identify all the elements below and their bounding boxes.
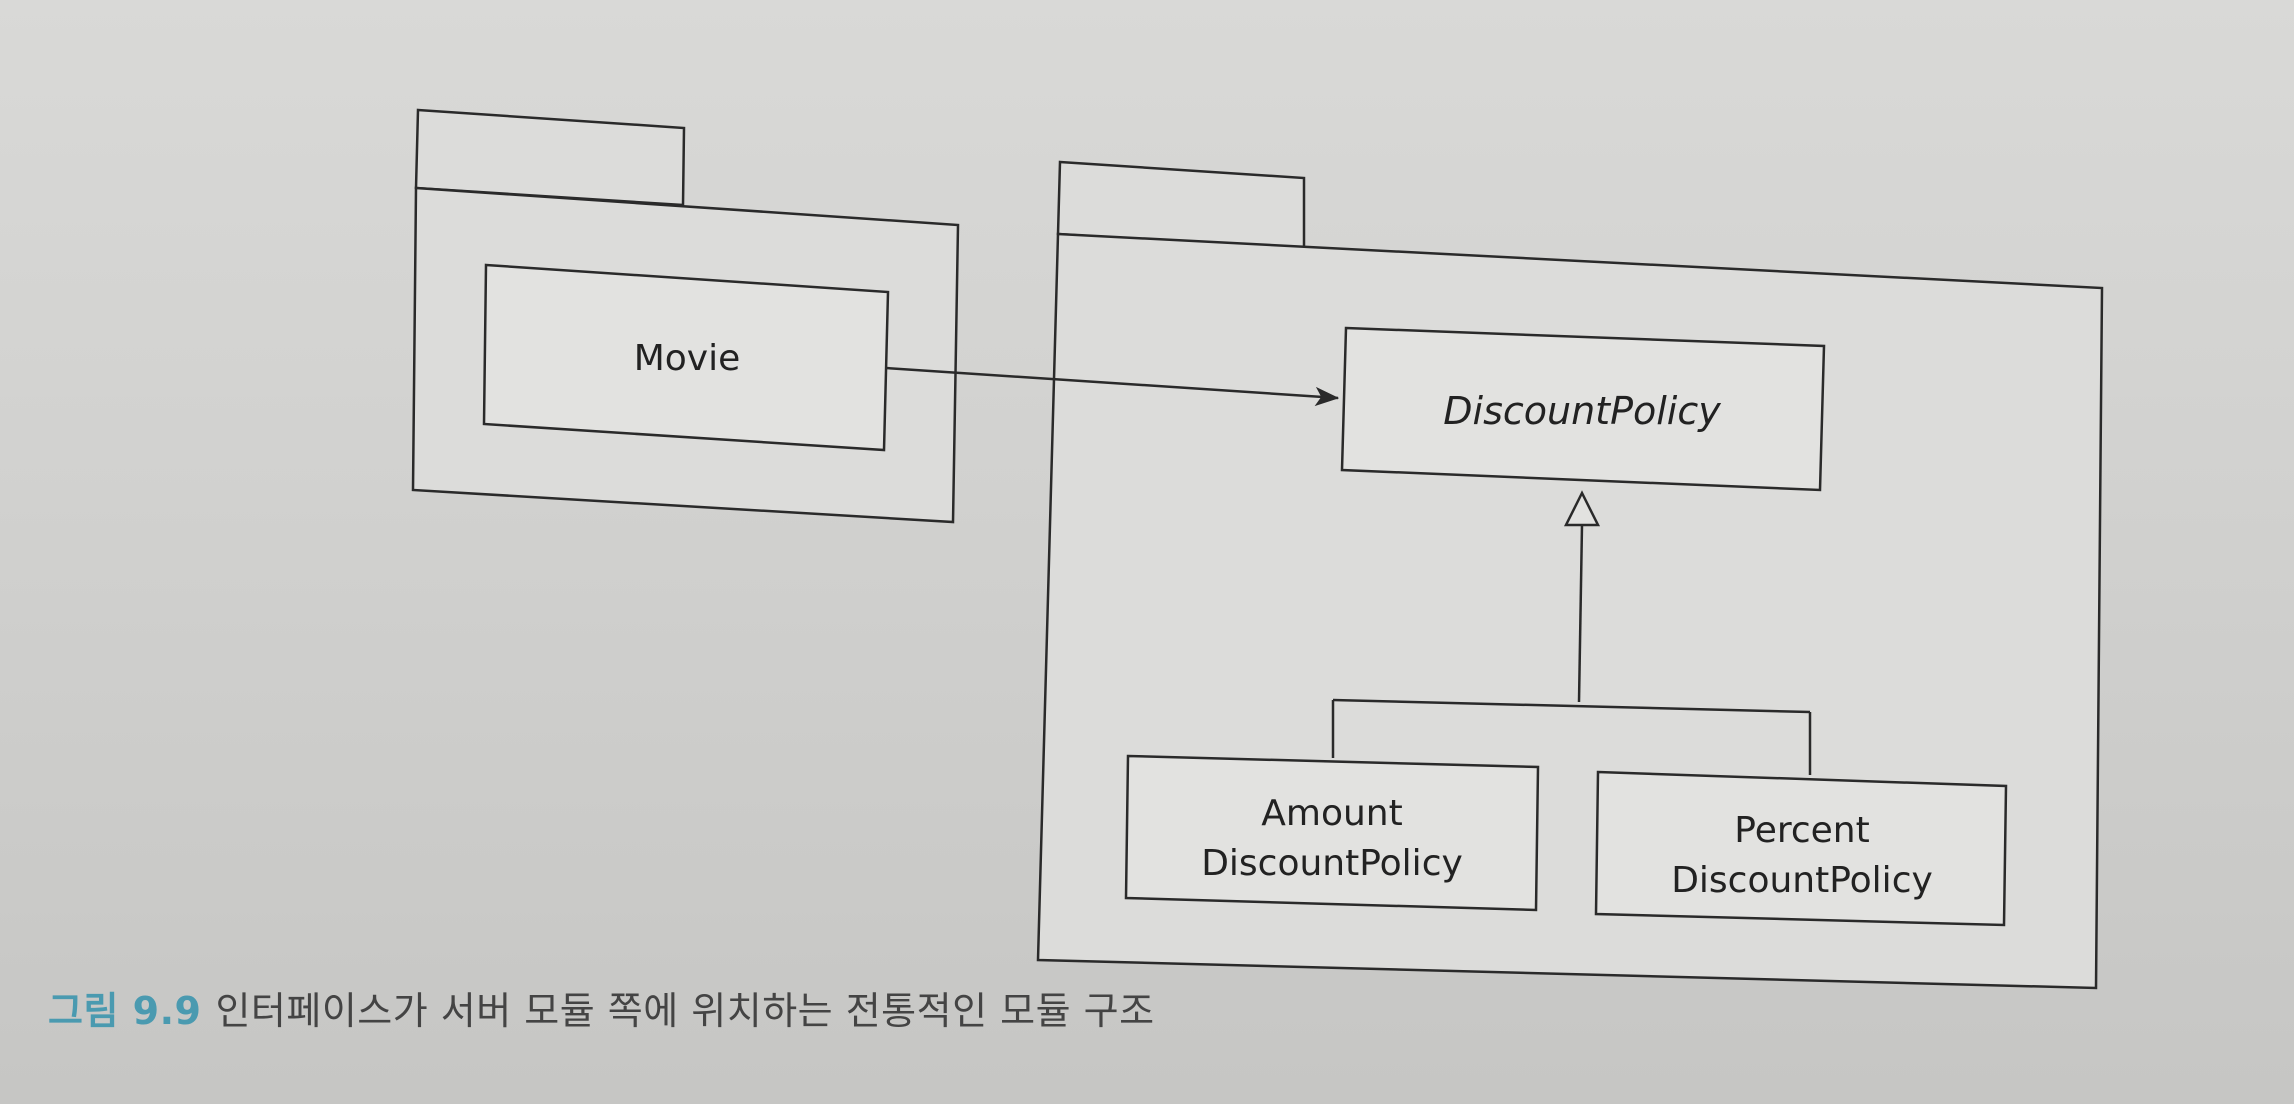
generalization-crossbar (1332, 698, 1811, 714)
percent-discount-policy-label-line-2: DiscountPolicy (1671, 860, 1933, 901)
discount-policy-class-label: DiscountPolicy (1443, 389, 1721, 433)
amount-discount-policy-label-line-2: DiscountPolicy (1201, 843, 1463, 884)
percent-discount-policy-label-line-1: Percent (1734, 810, 1869, 851)
percent-discount-policy-class-box (1594, 770, 2008, 927)
movie-class: Movie (482, 263, 890, 452)
movie-class-label: Movie (634, 338, 741, 379)
percent-discount-policy-class: Percent DiscountPolicy (1594, 770, 2008, 927)
generalization-stem (1577, 524, 1584, 703)
dependency-arrow (885, 366, 1340, 407)
amount-discount-policy-class-box (1124, 754, 1540, 912)
figure-number: 그림 9.9 (48, 989, 202, 1033)
amount-discount-policy-label-line-1: Amount (1261, 793, 1402, 834)
generalization-connector (1331, 490, 1812, 775)
amount-discount-policy-class: Amount DiscountPolicy (1124, 754, 1540, 912)
discount-policy-class: DiscountPolicy (1340, 326, 1826, 492)
figure-caption: 그림 9.9 인터페이스가 서버 모듈 쪽에 위치하는 전통적인 모듈 구조 (48, 980, 1155, 1035)
discount-policy-class-box (1340, 326, 1826, 492)
movie-class-box (482, 263, 890, 452)
figure-caption-text: 인터페이스가 서버 모듈 쪽에 위치하는 전통적인 모듈 구조 (215, 989, 1155, 1033)
